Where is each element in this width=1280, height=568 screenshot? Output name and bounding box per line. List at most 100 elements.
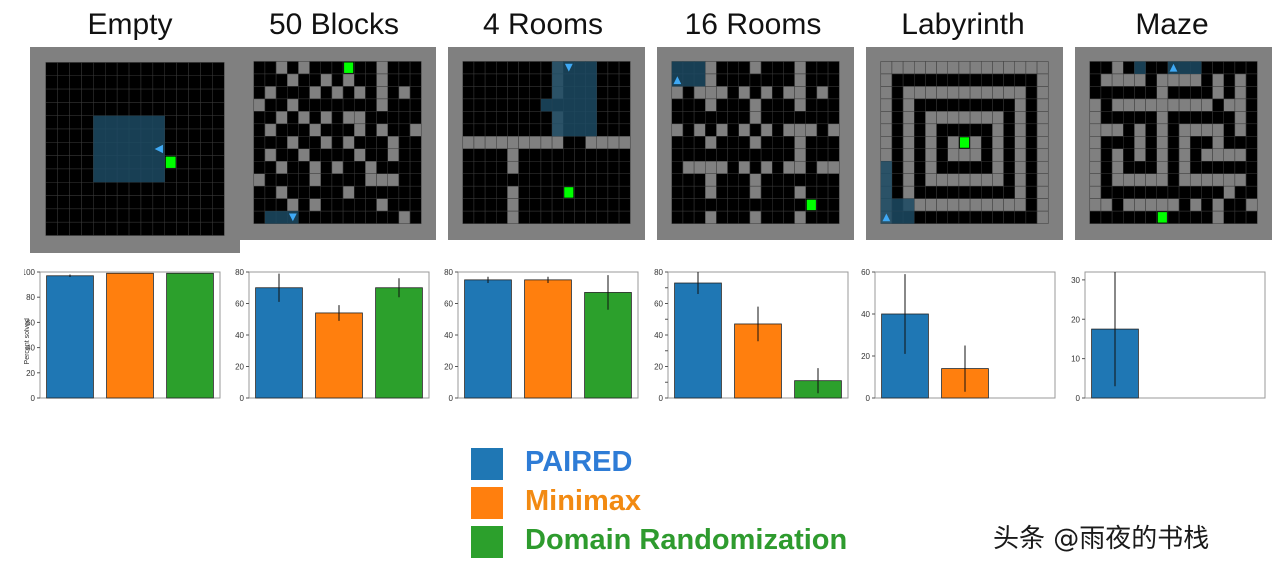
maze-wall-cell — [1156, 198, 1169, 212]
maze-wall-cell — [671, 86, 684, 100]
maze-floor-cell — [738, 173, 751, 187]
maze-wall-cell — [462, 136, 475, 150]
maze-floor-cell — [275, 136, 288, 150]
maze-floor-cell — [309, 136, 322, 150]
maze-floor-cell — [816, 185, 829, 199]
maze-floor-cell — [164, 88, 177, 103]
maze-floor-cell — [57, 128, 70, 143]
maze-wall-cell — [1111, 160, 1124, 174]
maze-floor-cell — [140, 221, 154, 236]
maze-floor-cell — [116, 195, 130, 210]
maze-floor-cell — [771, 123, 784, 137]
maze-wall-cell — [794, 73, 806, 87]
maze-floor-cell — [529, 185, 542, 199]
maze-floor-cell — [607, 160, 620, 174]
maze-wall-cell — [1156, 123, 1169, 137]
maze-floor-cell — [1223, 210, 1236, 224]
maze-floor-cell — [496, 98, 508, 112]
maze-floor-cell — [947, 210, 960, 224]
maze-floor-cell — [398, 160, 411, 174]
maze-wall-cell — [320, 136, 333, 150]
maze-floor-cell — [462, 98, 475, 112]
maze-wall-cell — [794, 160, 806, 174]
maze-floor-cell — [693, 111, 706, 125]
maze-floor-cell — [816, 198, 829, 212]
maze-wall-cell — [1036, 136, 1049, 150]
goal-square — [959, 137, 970, 148]
maze-floor-cell — [128, 102, 142, 116]
maze-floor-cell — [727, 61, 740, 75]
maze-floor-cell — [1178, 198, 1191, 212]
maze-floor-cell — [540, 210, 553, 224]
maze-wall-cell — [925, 111, 937, 125]
maze-wall-cell — [936, 61, 949, 75]
maze-floor-cell — [387, 198, 400, 212]
maze-floor-cell — [298, 173, 310, 187]
maze-floor-cell — [287, 148, 299, 162]
maze-floor-cell — [387, 86, 400, 100]
maze-floor-cell — [936, 148, 949, 162]
maze-floor-cell — [57, 208, 70, 223]
maze-floor-cell — [331, 210, 344, 224]
maze-floor-cell — [827, 148, 840, 162]
maze-wall-cell — [1014, 185, 1027, 199]
maze-floor-cell — [1234, 136, 1247, 150]
maze-floor-cell — [585, 185, 597, 199]
y-tick-label: 100 — [24, 268, 36, 277]
maze-floor-cell — [518, 210, 531, 224]
maze-floor-cell — [93, 62, 106, 77]
maze-floor-cell — [81, 142, 94, 156]
maze-wall-cell — [1111, 148, 1124, 162]
maze-floor-cell — [596, 148, 609, 162]
maze-floor-cell — [969, 185, 982, 199]
maze-floor-cell — [805, 173, 818, 187]
maze-floor-cell — [365, 111, 377, 125]
maze-floor-cell — [596, 73, 609, 87]
maze-floor-cell — [518, 160, 531, 174]
maze-floor-cell — [45, 75, 58, 90]
maze-floor-cell — [1123, 210, 1135, 224]
y-tick-label: 60 — [235, 300, 244, 309]
panel-title-50-blocks: 50 Blocks — [268, 8, 400, 41]
maze-floor-cell — [738, 73, 751, 87]
maze-wall-cell — [287, 73, 299, 87]
maze-floor-cell — [176, 75, 189, 90]
maze-floor-cell — [771, 160, 784, 174]
maze-floor-cell — [1025, 73, 1038, 87]
maze-floor-cell — [365, 86, 377, 100]
bar-paired — [464, 279, 512, 399]
maze-floor-cell — [188, 142, 201, 156]
maze-floor-cell — [760, 173, 773, 187]
maze-wall-cell — [705, 210, 717, 224]
maze-floor-cell — [969, 98, 982, 112]
maze-floor-cell — [462, 185, 475, 199]
maze-floor-cell — [958, 123, 971, 137]
maze-floor-cell — [529, 73, 542, 87]
maze-floor-cell — [1003, 98, 1015, 112]
maze-floor-cell — [69, 142, 82, 156]
maze-floor-cell — [574, 185, 586, 199]
maze-floor-cell — [353, 198, 366, 212]
maze-floor-cell — [518, 61, 531, 75]
maze-floor-cell — [1167, 210, 1180, 224]
maze-floor-cell — [152, 208, 165, 223]
y-tick-label: 0 — [866, 394, 871, 403]
maze-floor-cell — [320, 160, 333, 174]
maze-floor-cell — [164, 168, 177, 183]
maze-floor-cell — [1223, 73, 1236, 87]
maze-floor-cell — [618, 86, 631, 100]
maze-floor-cell — [1003, 73, 1015, 87]
maze-wall-cell — [1234, 173, 1247, 187]
maze-floor-cell — [980, 98, 993, 112]
maze-wall-cell — [309, 198, 322, 212]
visited-region — [552, 61, 597, 137]
visited-region — [891, 211, 915, 224]
maze-wall-cell — [936, 173, 949, 187]
maze-floor-cell — [1245, 173, 1258, 187]
maze-floor-cell — [574, 136, 586, 150]
maze-wall-cell — [1178, 73, 1191, 87]
maze-floor-cell — [771, 86, 784, 100]
maze-wall-cell — [1156, 86, 1169, 100]
maze-floor-cell — [596, 210, 609, 224]
maze-floor-cell — [914, 136, 926, 150]
